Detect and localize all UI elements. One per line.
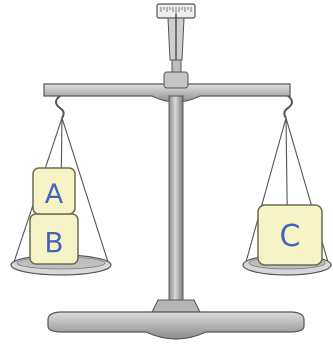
right-hook <box>284 96 292 118</box>
left-hook <box>56 96 64 118</box>
block-b-label: B <box>44 226 63 259</box>
block-b: B <box>30 214 78 264</box>
block-a: A <box>33 168 75 214</box>
scale-base <box>48 300 304 339</box>
center-pole <box>169 96 183 314</box>
block-c-label: C <box>280 219 301 254</box>
balance-beam <box>44 72 290 102</box>
block-c: C <box>258 205 322 265</box>
block-a-label: A <box>45 179 64 210</box>
gauge-dial <box>157 4 195 74</box>
